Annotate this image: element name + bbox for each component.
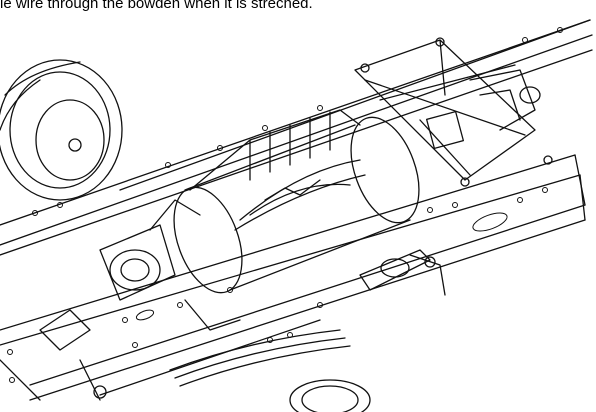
servo-mount-brace [354,37,553,187]
bottom-wheel [289,379,371,412]
lower-link [359,249,446,296]
motor-logo [249,179,351,216]
right-mechanism [469,69,541,131]
motor-housing [173,109,420,294]
gearbox [99,199,241,331]
caption-text: le wire through the bowden when it is st… [0,0,313,12]
leaf-spring [99,319,351,396]
left-wheel [0,59,123,201]
bottom-frame-rail [0,154,586,401]
top-frame-rail [0,19,593,256]
lower-left-bracket [0,309,107,401]
frame-holes [7,27,563,383]
